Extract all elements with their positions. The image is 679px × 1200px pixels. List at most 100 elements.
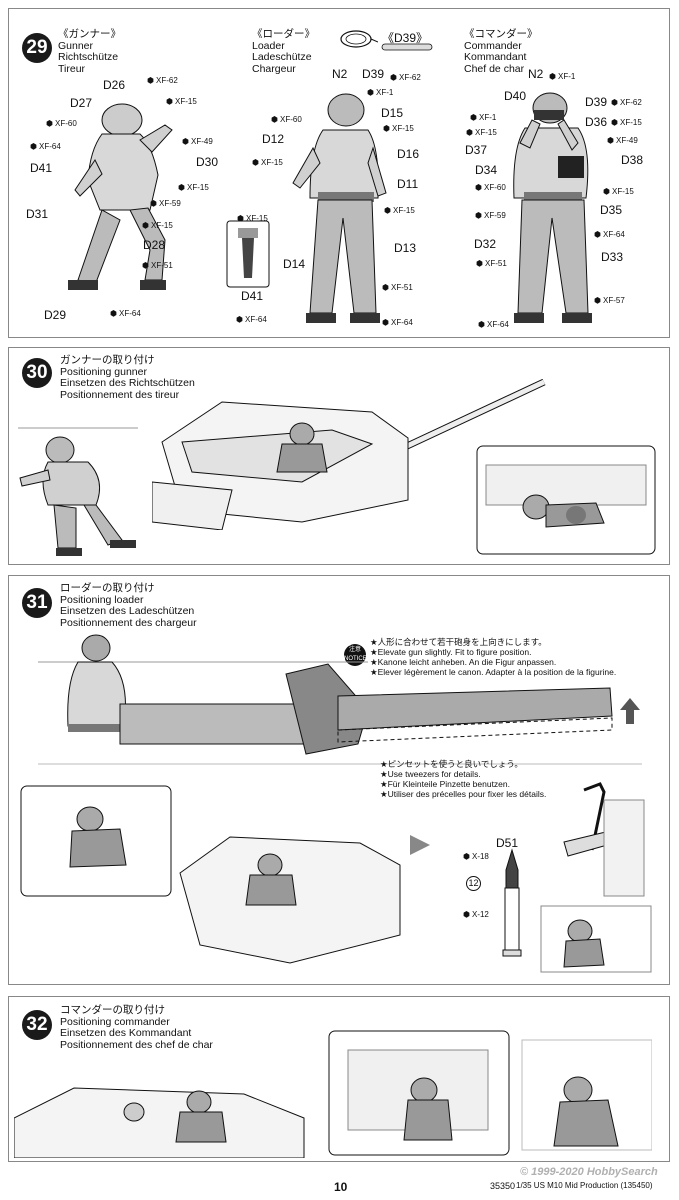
- step-30-title-en: Positioning gunner: [60, 365, 147, 378]
- step-30-title-ja: ガンナーの取り付け: [60, 354, 155, 366]
- step-31-turret-diagram: [20, 785, 440, 965]
- step-32-number: 32: [22, 1010, 52, 1040]
- gunner-title-en: Gunner: [58, 39, 94, 52]
- loader-paint-5: XF-15: [252, 158, 283, 167]
- step-29-number: 29: [22, 33, 52, 63]
- gunner-part-D29: D29: [44, 308, 67, 322]
- gunner-title-ja: 《ガンナー》: [58, 28, 121, 40]
- commander-part-D40: D40: [504, 89, 527, 103]
- step-30-detail-inset: [476, 445, 656, 555]
- loader-part-D14: D14: [283, 257, 306, 271]
- commander-part-D32: D32: [474, 237, 497, 251]
- loader-paint-1: XF-62: [390, 73, 421, 82]
- gunner-part-D31: D31: [26, 207, 49, 221]
- shell-paint-x12: X-12: [463, 910, 489, 919]
- d39-part-icon: [380, 42, 436, 52]
- step-32-title-ja: コマンダーの取り付け: [60, 1004, 165, 1016]
- notice-line-en: ★Elevate gun slightly. Fit to figure pos…: [370, 647, 532, 657]
- commander-title-ja: 《コマンダー》: [464, 28, 538, 40]
- loader-paint-2: XF-1: [367, 88, 393, 97]
- loader-part-D41: D41: [241, 289, 264, 303]
- commander-part-D36: D36: [585, 115, 608, 129]
- commander-title-en: Commander: [464, 39, 522, 52]
- commander-title-fr: Chef de char: [464, 62, 525, 75]
- step-32-title-de: Einsetzen des Kommandant: [60, 1027, 192, 1039]
- commander-paint-2: XF-62: [611, 98, 642, 107]
- loader-paint-10: XF-64: [236, 315, 267, 324]
- gunner-paint-2: XF-15: [166, 97, 197, 106]
- gunner-title-de: Richtschütze: [58, 51, 119, 63]
- gunner-paint-1: XF-62: [147, 76, 178, 85]
- step-32-turret-diagram: [14, 1058, 314, 1158]
- d39-goggles-icon: [338, 28, 378, 50]
- commander-title-de: Kommandant: [464, 51, 527, 63]
- step-31-title: ローダーの取り付け Positioning loader Einsetzen d…: [60, 582, 197, 629]
- commander-paint-8: XF-15: [603, 187, 634, 196]
- gunner-figure: [40, 90, 190, 300]
- gunner-part-D27: D27: [70, 96, 93, 110]
- step-32-title-fr: Positionnement des chef de char: [60, 1038, 213, 1051]
- commander-paint-11: XF-51: [476, 259, 507, 268]
- commander-part-D34: D34: [475, 163, 498, 177]
- step-30-gunner-figure: [18, 410, 138, 560]
- step-31-title-de: Einsetzen des Ladeschützen: [60, 605, 195, 617]
- gunner-title: 《ガンナー》 Gunner Richtschütze Tireur: [58, 28, 121, 75]
- commander-figure: [500, 88, 610, 328]
- loader-title-fr: Chargeur: [252, 62, 296, 75]
- commander-paint-6: XF-49: [607, 136, 638, 145]
- step-30-title-fr: Positionnement des tireur: [60, 388, 180, 401]
- gunner-paint-9: XF-51: [142, 261, 173, 270]
- loader-paint-7: XF-15: [384, 206, 415, 215]
- watermark: © 1999-2020 HobbySearch: [520, 1166, 658, 1178]
- tweezers-line-ja: ★ピンセットを使うと良いでしょう。: [380, 759, 523, 769]
- tweezers-inset: [544, 780, 652, 900]
- step-31-title-ja: ローダーの取り付け: [60, 582, 155, 594]
- step-31-title-en: Positioning loader: [60, 593, 144, 606]
- d41-holster-inset: [226, 220, 270, 288]
- gunner-paint-6: XF-15: [178, 183, 209, 192]
- commander-part-D37: D37: [465, 143, 488, 157]
- commander-paint-5: XF-15: [466, 128, 497, 137]
- shell-part-D51: D51: [496, 836, 519, 850]
- gunner-paint-4: XF-49: [182, 137, 213, 146]
- d39-callout-label: 《D39》: [382, 31, 429, 45]
- step-30-number: 30: [22, 358, 52, 388]
- loader-part-D39: D39: [362, 67, 385, 81]
- gunner-title-fr: Tireur: [58, 62, 86, 75]
- gunner-paint-7: XF-59: [150, 199, 181, 208]
- page-number: 10: [334, 1180, 348, 1194]
- loader-part-D11: D11: [397, 177, 419, 191]
- gunner-paint-3: XF-60: [46, 119, 77, 128]
- loader-paint-3: XF-60: [271, 115, 302, 124]
- commander-part-N2: N2: [528, 67, 544, 81]
- loader-figure: [288, 88, 398, 328]
- gunner-paint-5: XF-64: [30, 142, 61, 151]
- notice-badge: 注意 NOTICE: [344, 644, 367, 666]
- shell-rack-inset: [540, 905, 652, 973]
- commander-paint-12: XF-57: [594, 296, 625, 305]
- tweezers-line-fr: ★Utiliser des précelles pour fixer les d…: [380, 789, 547, 799]
- shell-marker-12: 12: [466, 876, 481, 891]
- commander-paint-1: XF-1: [549, 72, 575, 81]
- commander-paint-3: XF-1: [470, 113, 496, 122]
- shell-diagram: [500, 848, 524, 958]
- commander-part-D39: D39: [585, 95, 608, 109]
- step-31-number: 31: [22, 588, 52, 618]
- loader-part-D13: D13: [394, 241, 417, 255]
- commander-paint-4: XF-15: [611, 118, 642, 127]
- step-30-title-de: Einsetzen des Richtschützen: [60, 377, 195, 389]
- commander-part-D38: D38: [621, 153, 644, 167]
- loader-part-N2: N2: [332, 67, 348, 81]
- tweezers-note: ★ピンセットを使うと良いでしょう。 ★Use tweezers for deta…: [380, 759, 546, 799]
- footer-title: 1/35 US M10 Mid Production (135450): [516, 1181, 653, 1190]
- loader-paint-8: XF-51: [382, 283, 413, 292]
- loader-part-D12: D12: [262, 132, 285, 146]
- step-32-title-en: Positioning commander: [60, 1015, 170, 1028]
- loader-title: 《ローダー》 Loader Ladeschütze Chargeur: [252, 28, 315, 75]
- shell-paint-x18: X-18: [463, 852, 489, 861]
- step-31-gun-diagram: [38, 634, 642, 776]
- commander-part-D33: D33: [601, 250, 624, 264]
- loader-paint-4: XF-15: [383, 124, 414, 133]
- loader-title-en: Loader: [252, 39, 285, 52]
- commander-paint-9: XF-59: [475, 211, 506, 220]
